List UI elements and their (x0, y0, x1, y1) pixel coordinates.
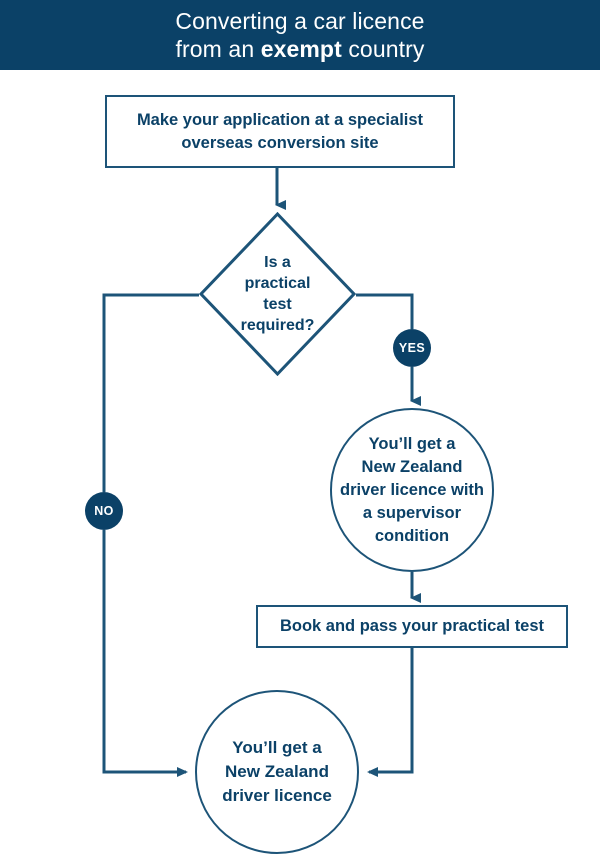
node-make-application-line-1: Make your application at a specialist (136, 110, 424, 129)
diamond-shape-icon (199, 212, 356, 376)
edge-booktest-to-licence (367, 648, 414, 777)
edge-no-to-licence (102, 530, 188, 777)
node-decision-line-3: test (263, 296, 292, 313)
node-licence-with-supervisor-condition: You’ll get a New Zealand driver licence … (330, 408, 494, 572)
page-title-prefix: from an (175, 36, 261, 62)
edge-label-no-text: NO (94, 504, 114, 518)
node-decision-text: Is a practical test required? (241, 252, 315, 336)
node-booktest-line-1: Book and pass your practical test (279, 617, 545, 635)
edge-label-yes: YES (393, 329, 431, 367)
node-decision-line-1: Is a (264, 254, 291, 271)
page-title-line-2: from an exempt country (176, 35, 425, 63)
node-supervisor-line-4: a supervisor (362, 503, 462, 522)
node-decision-practical-test: Is a practical test required? (199, 212, 356, 376)
node-book-and-pass-practical-test: Book and pass your practical test (256, 605, 568, 648)
node-supervisor-text: You’ll get a New Zealand driver licence … (340, 433, 484, 548)
edge-decision-no-branch-upper (102, 293, 199, 492)
node-make-application-line-2: overseas conversion site (181, 133, 379, 152)
node-licence-line-2: New Zealand (225, 762, 329, 781)
edge-decision-yes-branch (356, 293, 414, 329)
page-title-suffix: country (341, 36, 425, 62)
node-supervisor-line-5: condition (374, 526, 450, 545)
node-decision-line-2: practical (244, 275, 311, 292)
page-title-line-1: Converting a car licence (175, 8, 425, 34)
page-header: Converting a car licence from an exempt … (0, 0, 600, 70)
node-make-application: Make your application at a specialist ov… (105, 95, 455, 168)
node-licence-text: You’ll get a New Zealand driver licence (222, 736, 332, 808)
edge-label-no: NO (85, 492, 123, 530)
node-supervisor-line-1: You’ll get a (368, 434, 456, 453)
node-supervisor-line-3: driver licence with (340, 480, 484, 499)
node-make-application-text: Make your application at a specialist ov… (137, 109, 423, 155)
node-licence-line-1: You’ll get a (232, 738, 322, 757)
node-new-zealand-driver-licence: You’ll get a New Zealand driver licence (195, 690, 359, 854)
page-title-emphasis: exempt (260, 36, 342, 62)
node-decision-line-4: required? (240, 317, 315, 334)
edge-label-yes-text: YES (398, 341, 426, 355)
node-booktest-text: Book and pass your practical test (280, 615, 544, 638)
node-licence-line-3: driver licence (222, 786, 332, 805)
node-supervisor-line-2: New Zealand (361, 457, 463, 476)
